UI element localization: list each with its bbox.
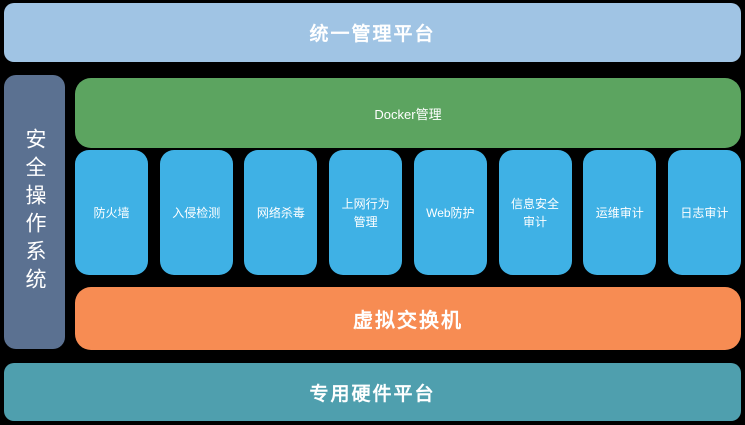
module-label: 日志审计 [680,205,729,220]
module-label: Web防护 [426,205,475,220]
module-network-antivirus: 网络杀毒 [244,150,318,275]
module-internet-behavior-management: 上网行为管理 [329,150,403,275]
module-intrusion-detection: 入侵检测 [159,150,233,275]
module-label: 入侵检测 [172,205,221,220]
module-label: 防火墙 [93,205,130,220]
module-label: 上网行为管理 [341,196,390,229]
docker-management-bar: Docker管理 [75,78,741,148]
module-label: 信息安全审计 [511,196,560,229]
module-ops-audit: 运维审计 [583,150,657,275]
virtual-switch-bar: 虚拟交换机 [75,287,741,350]
module-web-protection: Web防护 [413,150,487,275]
security-os-label: 安全操作系统 [23,128,46,296]
docker-management-label: Docker管理 [374,106,442,122]
module-log-audit: 日志审计 [667,150,741,275]
module-label: 网络杀毒 [256,205,305,220]
virtual-switch-label: 虚拟交换机 [353,310,463,332]
security-modules-row: 防火墙 入侵检测 网络杀毒 上网行为管理 Web防护 信息安全审计 运维审计 日… [75,150,741,275]
dedicated-hardware-platform-bar: 专用硬件平台 [4,363,741,421]
module-label: 运维审计 [595,205,644,220]
module-infosec-audit: 信息安全审计 [498,150,572,275]
security-os-sidebar: 安全操作系统 [4,75,65,349]
module-firewall: 防火墙 [75,150,148,275]
unified-management-platform-label: 统一管理平台 [309,24,436,45]
unified-management-platform-bar: 统一管理平台 [4,3,741,62]
dedicated-hardware-platform-label: 专用硬件平台 [309,383,436,405]
